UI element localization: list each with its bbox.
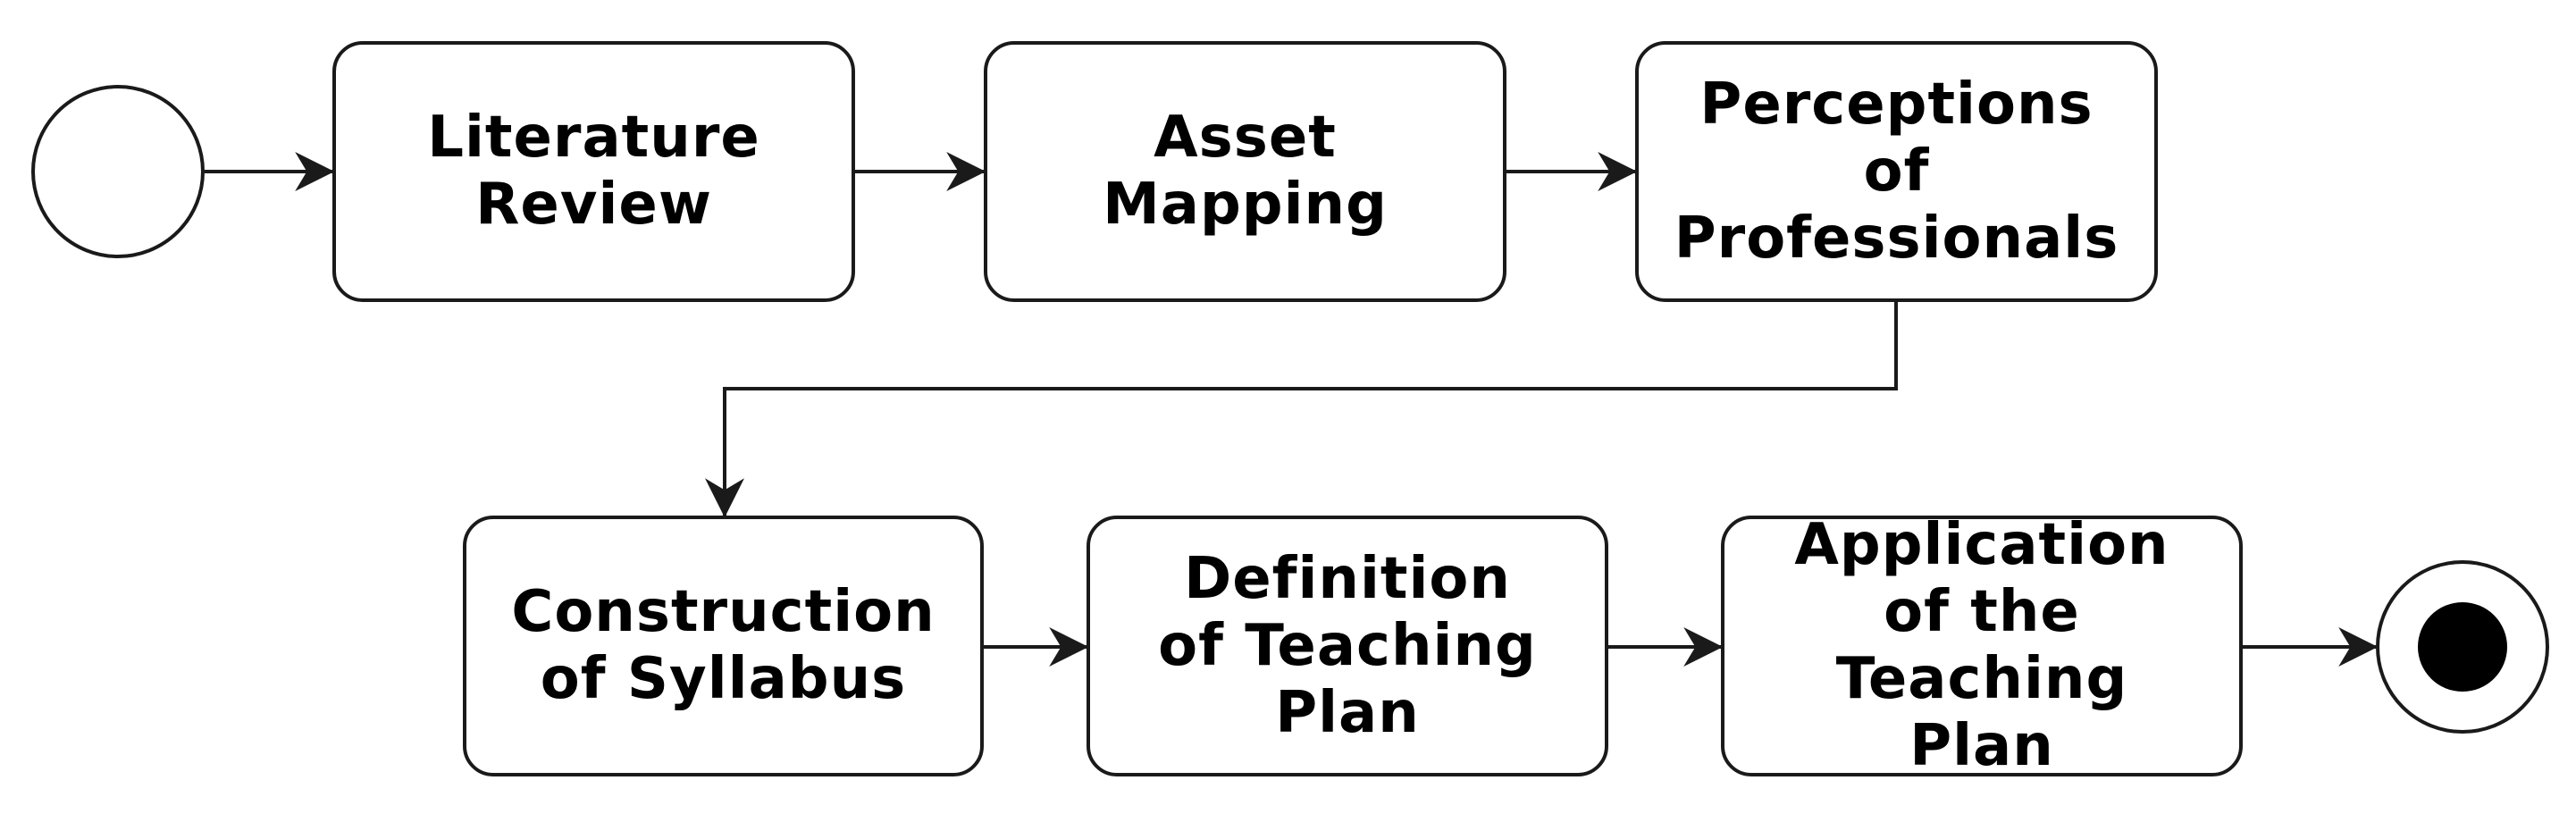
label-line: Literature: [427, 105, 760, 171]
label-line: Review: [475, 172, 712, 238]
node-label: Definition of Teaching Plan: [1158, 546, 1537, 747]
label-line: Plan: [1909, 713, 2054, 779]
start-node: [31, 85, 205, 258]
label-line: Application: [1794, 512, 2169, 578]
node-literature-review: Literature Review: [332, 41, 855, 302]
label-line: Professionals: [1674, 205, 2119, 272]
node-asset-mapping: Asset Mapping: [984, 41, 1506, 302]
node-label: Perceptions of Professionals: [1674, 71, 2119, 273]
label-line: Asset: [1154, 105, 1337, 171]
node-label: Construction of Syllabus: [511, 579, 935, 713]
end-node: [2376, 560, 2549, 734]
label-line: of Teaching: [1158, 612, 1537, 679]
node-label: Application of the Teaching Plan: [1794, 512, 2169, 780]
end-node-dot: [2418, 602, 2507, 692]
node-label: Literature Review: [427, 105, 760, 239]
arrow-perceptions-to-construction: [705, 301, 1898, 518]
label-line: Definition: [1184, 545, 1511, 612]
label-line: Plan: [1275, 679, 1420, 746]
label-line: of: [1863, 138, 1930, 205]
node-construction-of-syllabus: Construction of Syllabus: [463, 516, 984, 776]
label-line: of Syllabus: [540, 646, 907, 712]
node-definition-of-teaching-plan: Definition of Teaching Plan: [1087, 516, 1608, 776]
node-application-of-the-teaching-plan: Application of the Teaching Plan: [1721, 512, 2243, 779]
label-line: of the: [1884, 579, 2080, 645]
label-line: Mapping: [1103, 172, 1388, 238]
node-perceptions-of-professionals: Perceptions of Professionals: [1635, 41, 2158, 302]
node-label: Asset Mapping: [1103, 105, 1388, 239]
label-line: Teaching: [1835, 646, 2128, 712]
label-line: Perceptions: [1699, 71, 2094, 138]
label-line: Construction: [511, 579, 936, 645]
